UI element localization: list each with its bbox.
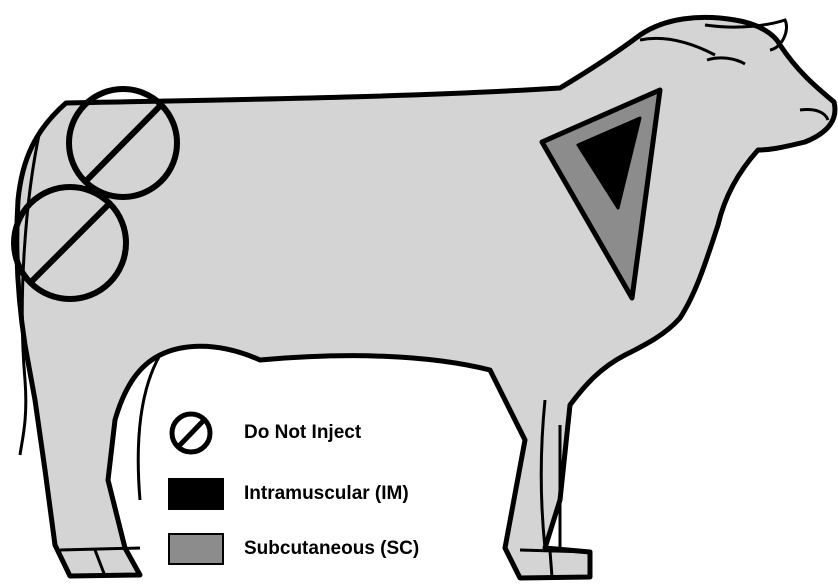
legend-label: Do Not Inject bbox=[244, 422, 361, 444]
legend-item-intramuscular: Intramuscular (IM) bbox=[168, 474, 409, 514]
legend-label: Intramuscular (IM) bbox=[244, 483, 409, 505]
black-swatch-icon bbox=[168, 476, 226, 512]
legend-label: Subcutaneous (SC) bbox=[244, 538, 419, 560]
gray-swatch-icon bbox=[168, 531, 226, 567]
legend-item-subcutaneous: Subcutaneous (SC) bbox=[168, 529, 419, 569]
no-symbol-icon bbox=[168, 415, 226, 451]
legend-item-do-not-inject: Do Not Inject bbox=[168, 413, 361, 453]
